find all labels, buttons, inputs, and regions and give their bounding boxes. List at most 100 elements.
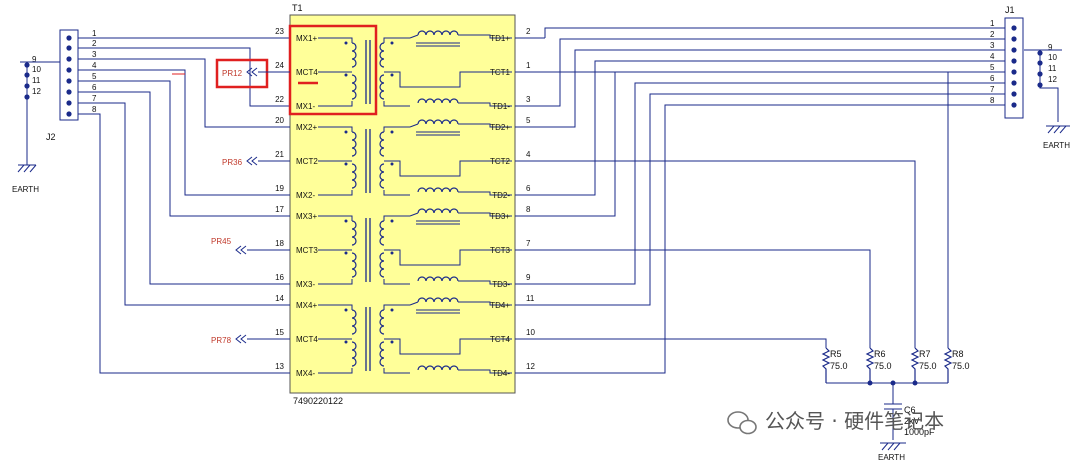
j2-pin-number: 7 (92, 94, 97, 103)
primary-winding-lower (351, 74, 357, 100)
choke-lead (458, 123, 512, 128)
tct-trace (545, 71, 949, 348)
right-pin-number: 5 (526, 116, 531, 125)
j2-trace (72, 91, 262, 285)
secondary-lead (383, 190, 410, 196)
j1-refdes: J1 (1005, 5, 1015, 15)
secondary-winding-upper (379, 220, 385, 246)
j1-pin-number: 2 (990, 30, 995, 39)
net-label-pr45: PR45 (211, 237, 232, 246)
choke-upper (417, 297, 459, 303)
j2-pin-dot (66, 89, 72, 95)
secondary-winding-lower (379, 341, 385, 367)
transformer-refdes: T1 (292, 3, 303, 13)
junction-dot (912, 380, 918, 386)
resistor-symbol (910, 347, 920, 383)
j2-pin-dot (66, 100, 72, 106)
choke-lead (458, 212, 512, 217)
j1-pin-number: 6 (990, 74, 995, 83)
j2-pin-dot (66, 56, 72, 62)
left-pin-number: 17 (275, 205, 284, 214)
left-pin-name: MX2+ (296, 123, 317, 132)
j2-pin-number: 5 (92, 72, 97, 81)
polarity-dot (344, 130, 348, 134)
j1-pin-dot (1011, 69, 1017, 75)
j1-shield-number: 9 (1048, 43, 1053, 52)
polarity-dot (390, 251, 394, 255)
choke-lower (417, 365, 459, 371)
secondary-winding-lower (379, 74, 385, 100)
secondary-lead (383, 368, 410, 374)
j1-pin-number: 4 (990, 52, 995, 61)
polarity-dot (344, 308, 348, 312)
left-pin-number: 24 (275, 61, 284, 70)
left-pin-number: 18 (275, 239, 284, 248)
j2-body (59, 29, 79, 121)
choke-upper (417, 30, 459, 36)
j1-pin-number: 7 (990, 85, 995, 94)
primary-lead (318, 190, 353, 196)
polarity-dot (390, 41, 394, 45)
left-pin-name: MX3- (296, 280, 315, 289)
left-pin-name: MCT2 (296, 157, 318, 166)
left-pin-name: MX1- (296, 102, 315, 111)
tct-trace (545, 160, 916, 348)
polarity-dot (390, 219, 394, 223)
secondary-ct-lead (384, 249, 401, 255)
primary-winding-upper (351, 309, 357, 335)
ct-output-lead (399, 249, 512, 266)
earth-hatch (23, 164, 31, 173)
polarity-dot (344, 73, 348, 77)
watermark-text: 公众号 · 硬件笔记本 (765, 409, 944, 433)
j1-shield-trace (1039, 50, 1059, 122)
ct-output-lead (399, 338, 512, 355)
j2-pin-dot (66, 45, 72, 51)
choke-lead (409, 212, 419, 217)
earth-hatch (1059, 125, 1067, 134)
secondary-ct-lead (384, 160, 401, 166)
right-pin-name: TCT4 (490, 335, 511, 344)
j2-pin-dot (66, 35, 72, 41)
j2-shield-number: 12 (32, 87, 41, 96)
left-pin-number: 16 (275, 273, 284, 282)
polarity-dot (344, 340, 348, 344)
primary-lead (318, 101, 353, 107)
primary-lead (318, 37, 353, 43)
left-pin-number: 15 (275, 328, 284, 337)
right-pin-number: 3 (526, 95, 531, 104)
secondary-winding-upper (379, 131, 385, 157)
bottom-earth-label: EARTH (878, 453, 905, 462)
wechat-icon-inner (739, 419, 757, 435)
right-pin-name: TD3+ (490, 212, 510, 221)
transformer-part-number: 7490220122 (293, 396, 343, 406)
j2-trace (72, 102, 262, 306)
resistor-symbol (943, 347, 953, 383)
secondary-winding-upper (379, 309, 385, 335)
earth-hatch (887, 442, 895, 451)
right-pin-name: TD3- (492, 280, 510, 289)
right-pin-name: TD4- (492, 369, 510, 378)
right-pin-number: 10 (526, 328, 535, 337)
r8-ref: R8 (952, 349, 964, 359)
j2-shield-number: 10 (32, 65, 41, 74)
net-arrow (235, 334, 242, 344)
right-pin-number: 4 (526, 150, 531, 159)
j1-trace (545, 93, 1011, 306)
c6-voltage: 2kV (904, 416, 920, 426)
secondary-ct-lead (384, 71, 401, 77)
channel-1 (318, 30, 512, 107)
j2-trace (72, 58, 262, 128)
primary-winding-upper (351, 131, 357, 157)
net-arrow (246, 156, 253, 166)
secondary-winding-lower (379, 252, 385, 278)
r6-ref: R6 (874, 349, 886, 359)
choke-lower (417, 98, 459, 104)
wires (72, 27, 1011, 374)
polarity-dot (390, 130, 394, 134)
choke-lead (458, 191, 512, 196)
net-arrow (251, 156, 258, 166)
j1-pin-dot (1011, 36, 1017, 42)
